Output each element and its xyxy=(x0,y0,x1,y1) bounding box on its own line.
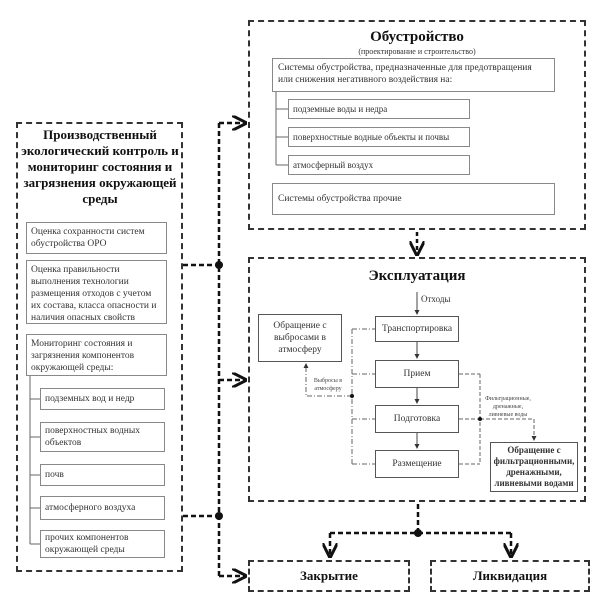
construction-other-systems: Системы обустройства прочие xyxy=(272,183,555,215)
construction-subtitle: (проектирование и строительство) xyxy=(358,47,476,56)
construction-target-air: атмосферный воздух xyxy=(288,155,470,175)
construction-systems-header: Системы обустройства, предназначенные дл… xyxy=(272,58,555,92)
construction-target-surface-water: поверхностные водные объекты и почвы xyxy=(288,127,470,147)
operation-to-final-arrows xyxy=(330,504,511,555)
operation-title: Эксплуатация xyxy=(368,268,466,284)
construction-target-groundwater: подземные воды и недра xyxy=(288,99,470,119)
monitoring-subitem-air: атмосферного воздуха xyxy=(40,496,165,520)
monitoring-subitem-groundwater: подземных вод и недр xyxy=(40,388,165,410)
main-bus xyxy=(183,123,244,576)
operation-step-reception: Прием xyxy=(375,360,459,388)
liquidation-box: Ликвидация xyxy=(430,560,590,592)
monitoring-subitem-soil: почв xyxy=(40,464,165,486)
junction-dot xyxy=(215,261,223,269)
operation-step-placement: Размещение xyxy=(375,450,459,478)
waters-label: Фильтрационные, дренажные, ливневые воды xyxy=(485,396,531,418)
operation-group xyxy=(248,257,586,502)
monitoring-item-components: Мониторинг состояния и загрязнения компо… xyxy=(26,334,167,376)
emissions-label: Выбросы в атмосферу xyxy=(313,378,343,392)
operation-step-preparation: Подготовка xyxy=(375,405,459,433)
monitoring-group xyxy=(16,122,183,572)
operation-input-label: Отходы xyxy=(421,294,451,304)
junction-dot xyxy=(215,512,223,520)
operation-step-transport: Транспортировка xyxy=(375,316,459,342)
junction-dot xyxy=(414,529,422,537)
monitoring-item-systems: Оценка сохранности систем обустройства О… xyxy=(26,222,167,254)
construction-title: Обустройство xyxy=(370,29,464,45)
emissions-handling-box: Обращение с выбросами в атмосферу xyxy=(258,314,342,362)
closure-box: Закрытие xyxy=(248,560,410,592)
construction-group xyxy=(248,20,586,230)
monitoring-item-technology: Оценка правильности выполнения технологи… xyxy=(26,260,167,324)
monitoring-subitem-other: прочих компонентов окружающей среды xyxy=(40,530,165,558)
monitoring-title: Производственный экологический контроль … xyxy=(21,127,179,206)
monitoring-subitem-surface-water: поверхностных водных объектов xyxy=(40,422,165,452)
waters-handling-box: Обращение с фильтрационными, дренажными,… xyxy=(490,442,578,492)
